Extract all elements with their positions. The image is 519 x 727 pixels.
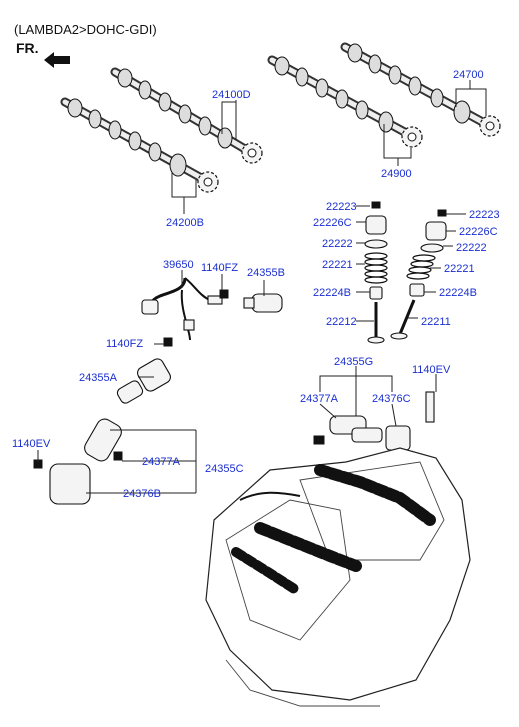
- camshaft-24200B: [60, 97, 219, 193]
- label-24376C: 24376C: [372, 393, 411, 405]
- label-22212: 22212: [326, 316, 357, 328]
- label-1140FZ-bottom: 1140FZ: [106, 338, 143, 350]
- diagram-title: (LAMBDA2>DOHC-GDI): [14, 22, 157, 37]
- ocv-24355C: [33, 418, 123, 505]
- label-22223-left: 22223: [326, 201, 357, 213]
- label-24376B: 24376B: [123, 488, 161, 500]
- label-22222-right: 22222: [456, 242, 487, 254]
- label-39650: 39650: [163, 259, 194, 271]
- camshaft-24100D: [110, 67, 263, 164]
- label-22221-left: 22221: [322, 259, 353, 271]
- label-1140EV-right: 1140EV: [412, 364, 451, 376]
- label-22222-left: 22222: [322, 238, 353, 250]
- label-24355G: 24355G: [334, 356, 373, 368]
- label-1140EV-left: 1140EV: [12, 438, 51, 450]
- label-22224B-right: 22224B: [439, 287, 477, 299]
- label-24377A-right: 24377A: [300, 393, 339, 405]
- label-24355A: 24355A: [79, 372, 118, 384]
- valve-train-right: [390, 209, 447, 340]
- label-24200B: 24200B: [166, 217, 204, 229]
- label-24377A-left: 24377A: [142, 456, 181, 468]
- label-22211: 22211: [421, 316, 451, 328]
- ocv-24355G: [313, 415, 383, 445]
- label-22223-right: 22223: [469, 209, 500, 221]
- front-direction-label: FR.: [16, 40, 39, 56]
- camshaft-24900: [267, 55, 423, 148]
- label-1140FZ-top: 1140FZ: [201, 262, 238, 274]
- label-24355C: 24355C: [205, 463, 244, 475]
- valve-train-left: [364, 201, 388, 344]
- label-24700: 24700: [453, 69, 484, 81]
- label-22221-right: 22221: [444, 263, 475, 275]
- label-22226C-left: 22226C: [313, 217, 352, 229]
- camshaft-24700: [340, 42, 501, 137]
- front-arrow-icon: [44, 52, 70, 68]
- label-24100D: 24100D: [212, 89, 251, 101]
- label-22226C-right: 22226C: [459, 226, 498, 238]
- engine-block: [205, 447, 471, 707]
- bracket-24376C: [385, 391, 435, 451]
- label-22224B-left: 22224B: [313, 287, 351, 299]
- label-24900: 24900: [381, 168, 412, 180]
- ocv-24355A: [116, 337, 173, 404]
- label-24355B: 24355B: [247, 267, 285, 279]
- sensor-harness-39650: [141, 277, 223, 341]
- cmp-sensor-24355B: [219, 289, 283, 313]
